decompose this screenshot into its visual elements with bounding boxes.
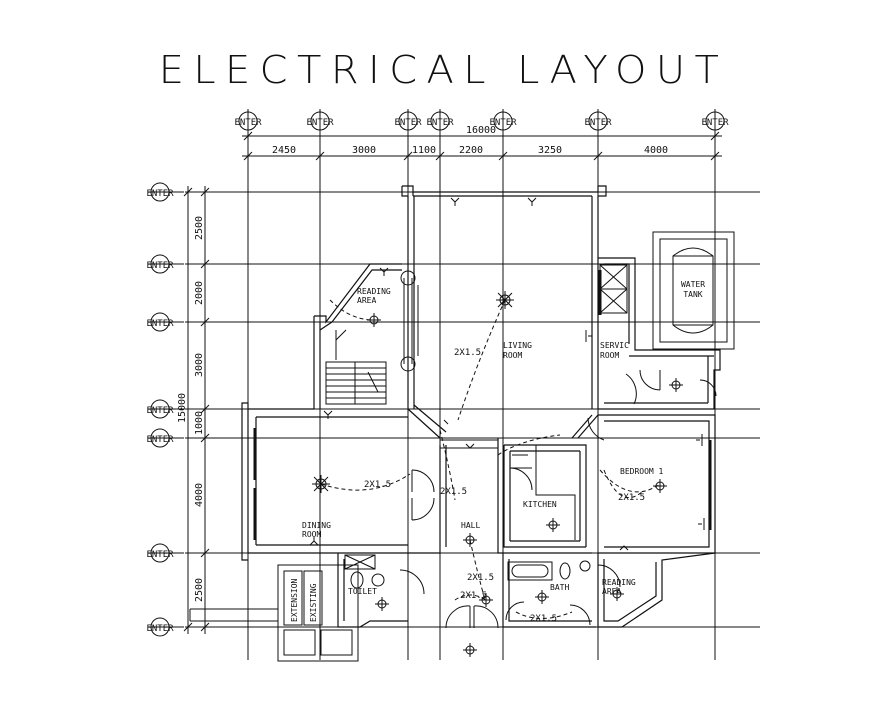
grid-labels-top: ENTER ENTER ENTER ENTER ENTER ENTER ENTE… bbox=[234, 118, 729, 128]
dimension-label: 3000 bbox=[194, 353, 205, 377]
wall-sockets bbox=[309, 197, 705, 551]
staircase bbox=[325, 329, 387, 405]
wiring-label: 2X1.5 bbox=[364, 480, 391, 490]
dimension-label: 2500 bbox=[194, 578, 205, 602]
grid-labels-left: ENTER ENTER ENTER ENTER ENTER ENTER ENTE… bbox=[146, 189, 174, 634]
grid-label: ENTER bbox=[701, 118, 729, 128]
door-swings bbox=[399, 369, 717, 629]
grid-label: ENTER bbox=[489, 118, 517, 128]
dimension-label: 3250 bbox=[538, 145, 562, 156]
room-label-water-tank: WATER bbox=[681, 280, 705, 289]
wiring-label: 2X1.5 bbox=[618, 493, 645, 503]
top-dimension-chain bbox=[242, 131, 722, 161]
grid-bubbles-left bbox=[148, 182, 184, 637]
room-label-living-room: LIVING bbox=[503, 341, 532, 350]
dimension-label: 2200 bbox=[459, 145, 483, 156]
dimension-label: 3000 bbox=[352, 145, 376, 156]
wiring-labels: 2X1.5 2X1.5 2X1.5 2X1.5 2X1.5 2X1.5 2X1.… bbox=[364, 348, 645, 624]
grid-bubbles-top bbox=[238, 109, 725, 133]
left-dimension-chain bbox=[183, 186, 210, 634]
toilet-fixtures bbox=[344, 554, 591, 589]
light-fixtures bbox=[312, 291, 683, 657]
room-label-extension: EXTENSION bbox=[290, 578, 299, 622]
wiring-label: 2X1.5 bbox=[530, 614, 557, 624]
overall-height-dimension: 15000 bbox=[177, 393, 188, 423]
existing-extension-block bbox=[189, 564, 359, 662]
exterior-walls bbox=[241, 185, 721, 628]
room-label-dining-room: ROOM bbox=[302, 530, 321, 539]
grid-label: ENTER bbox=[234, 118, 262, 128]
room-label-bedroom: BEDROOM 1 bbox=[620, 467, 664, 476]
grid-label: ENTER bbox=[146, 550, 174, 560]
room-label-bath: BATH bbox=[550, 583, 569, 592]
grid-label: ENTER bbox=[306, 118, 334, 128]
service-shaft bbox=[599, 264, 628, 314]
room-label-reading-area: READING bbox=[357, 287, 391, 296]
grid-label: ENTER bbox=[426, 118, 454, 128]
wiring-label: 2X1.5 bbox=[460, 591, 487, 601]
grid-label: ENTER bbox=[146, 406, 174, 416]
room-label-kitchen: KITCHEN bbox=[523, 500, 557, 509]
dimension-label: 2500 bbox=[194, 216, 205, 240]
grid-label: ENTER bbox=[146, 435, 174, 445]
structural-columns bbox=[400, 270, 419, 372]
room-label-service-room: ROOM bbox=[600, 351, 619, 360]
grid-label: ENTER bbox=[394, 118, 422, 128]
kitchen-counter bbox=[512, 445, 576, 540]
room-label-hall: HALL bbox=[461, 521, 480, 530]
room-label-reading-area: AREA bbox=[357, 296, 376, 305]
bathtub bbox=[507, 561, 553, 581]
dimension-label: 2450 bbox=[272, 145, 296, 156]
grid-label: ENTER bbox=[146, 624, 174, 634]
dimension-label: 4000 bbox=[644, 145, 668, 156]
wiring-label: 2X1.5 bbox=[454, 348, 481, 358]
grid-label: ENTER bbox=[584, 118, 612, 128]
room-labels: READING AREA LIVING ROOM SERVIC ROOM WAT… bbox=[290, 280, 705, 622]
grid-label: ENTER bbox=[146, 319, 174, 329]
room-label-reading-area-2: AREA bbox=[602, 587, 621, 596]
room-label-toilet: TOILET bbox=[348, 587, 377, 596]
dimension-label: 4000 bbox=[194, 483, 205, 507]
grid-label: ENTER bbox=[146, 189, 174, 199]
dimension-label: 1000 bbox=[194, 411, 205, 435]
wiring-label: 2X1.5 bbox=[467, 573, 494, 583]
room-label-service-room: SERVIC bbox=[600, 341, 629, 350]
row-dimensions: 2500 2000 3000 1000 4000 2500 15000 bbox=[177, 216, 205, 602]
hall-passage bbox=[439, 439, 499, 470]
grid-label: ENTER bbox=[146, 261, 174, 271]
overall-width-dimension: 16000 bbox=[466, 125, 496, 136]
dimension-label: 2000 bbox=[194, 281, 205, 305]
wiring-label: 2X1.5 bbox=[440, 487, 467, 497]
room-label-living-room: ROOM bbox=[503, 351, 522, 360]
dimension-label: 1100 bbox=[412, 145, 436, 156]
water-tank bbox=[652, 231, 735, 350]
room-label-reading-area-2: READING bbox=[602, 578, 636, 587]
room-label-water-tank: TANK bbox=[683, 290, 702, 299]
room-label-existing: EXISTING bbox=[309, 583, 318, 622]
column-dimensions: 2450 3000 1100 2200 3250 4000 bbox=[272, 145, 668, 156]
room-label-dining-room: DINING bbox=[302, 521, 331, 530]
drawing-title: ELECTRICAL LAYOUT bbox=[158, 48, 729, 92]
